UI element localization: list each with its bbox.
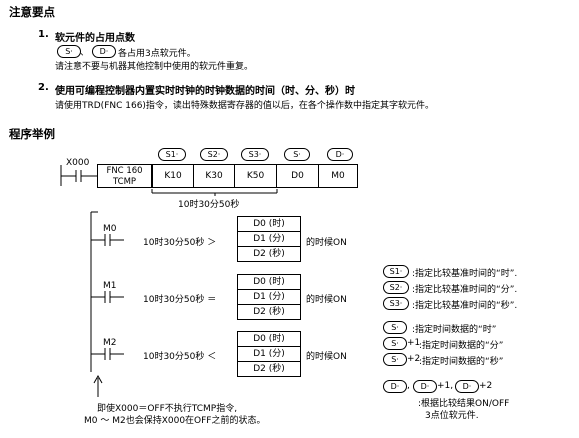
- operand-label-s2: S2·: [200, 148, 228, 161]
- register-block-1-d1: D1 (分): [237, 289, 301, 305]
- legend-s-label: S·: [383, 321, 407, 334]
- legend-s1-label: S1·: [383, 265, 409, 278]
- m1-contact-label: M1: [103, 281, 117, 291]
- operand-cell-s2: K30: [193, 164, 235, 188]
- legend-s1-text: :指定比较基准时间的“时”.: [412, 269, 518, 279]
- legend-d1-label: D·: [413, 380, 437, 393]
- m2-contact-label: M2: [103, 338, 117, 348]
- item1-separator: 、: [80, 48, 90, 58]
- operand-cell-d: M0: [318, 164, 358, 188]
- register-block-0-d1: D1 (分): [237, 231, 301, 247]
- fnc-mnemonic: TCMP: [112, 177, 137, 187]
- item1-desc: 各占用3点软元件。: [118, 49, 196, 59]
- operand-label-s: S·: [284, 148, 310, 161]
- fnc-cell: FNC 160 TCMP: [97, 164, 152, 188]
- legend-s2plus-text: :指定时间数据的“秒”: [419, 357, 504, 367]
- item2-sub: 请使用TRD(FNC 166)指令，读出特殊数据寄存器的值以后，在各个操作数中指…: [55, 101, 434, 111]
- legend-s1plus-text: :指定时间数据的“分”: [419, 341, 504, 351]
- legend-s3-text: :指定比较基准时间的“秒”.: [412, 301, 518, 311]
- operand-label-s3: S3·: [241, 148, 269, 161]
- legend-s3-label: S3·: [383, 297, 409, 310]
- legend-s1plus-label: S·: [383, 337, 407, 350]
- x000-contact-label: X000: [66, 158, 90, 168]
- notes-heading: 注意要点: [9, 5, 55, 19]
- legend-s2-label: S2·: [383, 281, 409, 294]
- register-block-0-d0: D0 (时): [237, 216, 301, 232]
- note-line-2: M0 ～ M2也会保持X000在OFF之前的状态。: [84, 416, 266, 426]
- legend-d-sep2: +1,: [437, 381, 454, 391]
- result-text-m1: 的时候ON: [306, 295, 347, 305]
- legend-d-sep1: ,: [407, 381, 410, 391]
- compare-text-eq: 10时30分50秒 ＝: [143, 295, 217, 305]
- item2-number: 2.: [38, 82, 49, 93]
- legend-s2-text: :指定比较基准时间的“分”.: [412, 285, 518, 295]
- item2-title: 使用可编程控制器内置实时时钟的时钟数据的时间（时、分、秒）时: [55, 86, 355, 97]
- item1-d-operand: D·: [92, 45, 116, 58]
- compare-text-gt: 10时30分50秒 ＞: [143, 238, 217, 248]
- fnc-number: FNC 160: [106, 166, 143, 176]
- register-block-1-d0: D0 (时): [237, 274, 301, 290]
- result-text-m2: 的时候ON: [306, 352, 347, 362]
- legend-d2-label: D·: [455, 380, 479, 393]
- operand-label-s1: S1·: [158, 148, 186, 161]
- operand-label-d: D·: [327, 148, 353, 161]
- compare-text-lt: 10时30分50秒 ＜: [143, 352, 217, 362]
- legend-s1plus-suffix: +1: [407, 338, 421, 348]
- operand-cell-s1: K10: [152, 164, 194, 188]
- item1-number: 1.: [38, 29, 49, 40]
- register-block-0-d2: D2 (秒): [237, 246, 301, 262]
- instruction-caption: 10时30分50秒: [178, 200, 240, 210]
- legend-d-label: D·: [383, 380, 407, 393]
- legend-d-sep3: +2: [479, 381, 493, 391]
- item1-sub: 请注意不要与机器其他控制中使用的软元件重复。: [55, 62, 254, 72]
- result-text-m0: 的时候ON: [306, 238, 347, 248]
- register-block-1-d2: D2 (秒): [237, 304, 301, 320]
- register-block-2-d1: D1 (分): [237, 346, 301, 362]
- example-heading: 程序举例: [9, 127, 55, 141]
- legend-d-text-1: :根据比较结果ON/OFF: [418, 399, 510, 409]
- note-line-1: 即使X000＝OFF不执行TCMP指令,: [97, 404, 238, 414]
- m0-contact-label: M0: [103, 224, 117, 234]
- legend-d-text-2: 3点位软元件.: [425, 411, 479, 421]
- item1-title: 软元件的占用点数: [55, 33, 135, 44]
- item1-s-operand: S·: [57, 45, 81, 58]
- register-block-2-d0: D0 (时): [237, 331, 301, 347]
- legend-s2plus-suffix: +2: [407, 354, 421, 364]
- legend-s2plus-label: S·: [383, 353, 407, 366]
- legend-s-text: :指定时间数据的“时”: [412, 325, 497, 335]
- register-block-2-d2: D2 (秒): [237, 361, 301, 377]
